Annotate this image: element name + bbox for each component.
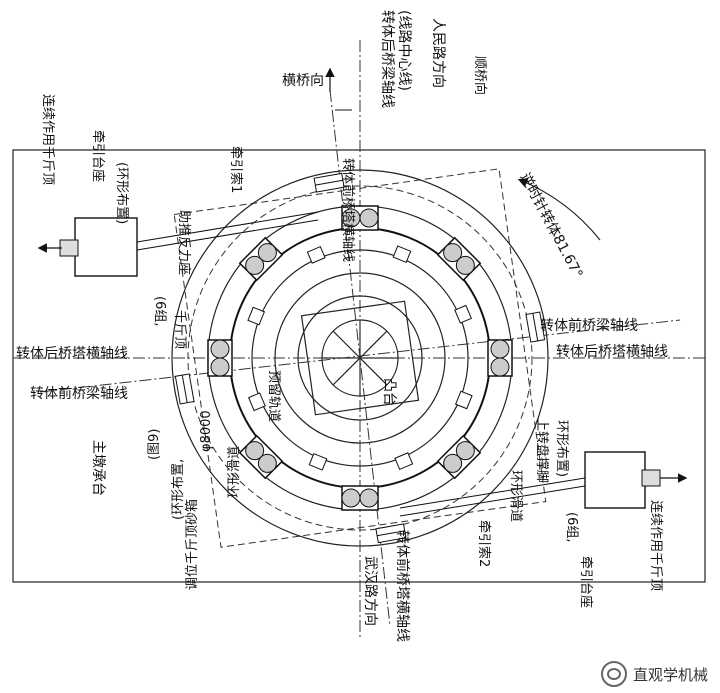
- front-tower-axis-top-label: 转体前桥塔横轴线: [340, 158, 356, 262]
- main-cap-outline: [12, 149, 706, 583]
- rear-beam-axis-top-label: 转体后桥梁轴线: [379, 10, 395, 108]
- brace-leg-rollers: [207, 205, 513, 511]
- assist-jacks: [174, 172, 546, 544]
- ring-slide-left-label: 环形滑道: [227, 446, 242, 498]
- jack-label: 千斤顶: [172, 310, 187, 349]
- continuous-jack-br-label: 连续作用千斤顶: [648, 500, 664, 591]
- ring-layout-left-label: (环形布置,: [171, 459, 186, 520]
- ring-layout-br-label: 环形布置): [554, 420, 569, 477]
- wechat-icon: [600, 661, 627, 687]
- main-cap-label: 主墩承台: [90, 440, 106, 496]
- sand-box-detail-label: (图9): [147, 429, 162, 460]
- sand-box-blocks: [247, 245, 473, 471]
- reserve-track-label: 预留轨道: [266, 370, 281, 422]
- watermark-text: 直观学机械: [632, 665, 708, 684]
- route-center-line-label: (线路中心线): [396, 10, 412, 91]
- traction-base-bottom-right: [399, 451, 688, 517]
- boss-label: 凸台: [381, 378, 397, 406]
- continuous-jack-tl-label: 连续作用千斤顶: [40, 94, 56, 185]
- diameter-label: φ8000: [199, 410, 214, 452]
- rotated-axis-line-b: [39, 319, 681, 393]
- adjust-sand-box-label: 调位千斤顶砂箱: [184, 499, 200, 590]
- ring-layout-tl-label: (环形布置): [114, 162, 129, 224]
- upper-turntable-outline: [173, 168, 547, 548]
- upper-brace-leg-label: 上转盘撑脚: [534, 418, 550, 483]
- six-groups-br-label: (6组,: [564, 512, 579, 542]
- traction-base-br-label: 牵引台座: [578, 556, 593, 608]
- traction-cable-2-label: 牵引索2: [476, 520, 491, 567]
- shun-qiao-xiang-label: 顺桥向: [472, 56, 488, 95]
- ring-slide-right-label: 环形滑道: [508, 470, 523, 522]
- assist-counterforce-label: 助推反力座: [176, 210, 191, 275]
- rear-tower-axis-right-label: 转体后桥塔横轴线: [556, 344, 668, 360]
- six-groups-left-label: (6组,: [152, 296, 167, 326]
- front-beam-axis-left-label: 转体前桥梁轴线: [30, 385, 128, 402]
- traction-cable-1-label: 牵引索1: [228, 146, 243, 193]
- rear-tower-axis-left-label: 转体后桥塔横轴线: [16, 346, 128, 362]
- boss-square: [300, 300, 420, 416]
- front-beam-axis-right-label: 转体前桥梁轴线: [540, 317, 638, 334]
- traction-base-tl-label: 牵引台座: [90, 130, 105, 182]
- rotation-arc-arrow: [517, 178, 601, 241]
- watermark: 直观学机械: [600, 661, 708, 687]
- front-tower-axis-bottom-label: 转体前桥塔横轴线: [394, 530, 411, 642]
- renmin-road-label: 人民路方向: [430, 18, 446, 88]
- rotation-angle-label: 逆时针转体81.67°: [516, 170, 585, 281]
- wuhan-road-label: 武汉路方向: [362, 556, 378, 626]
- traction-base-top-left: [37, 211, 319, 277]
- heng-qiao-xiang-label: 横桥向: [282, 73, 324, 89]
